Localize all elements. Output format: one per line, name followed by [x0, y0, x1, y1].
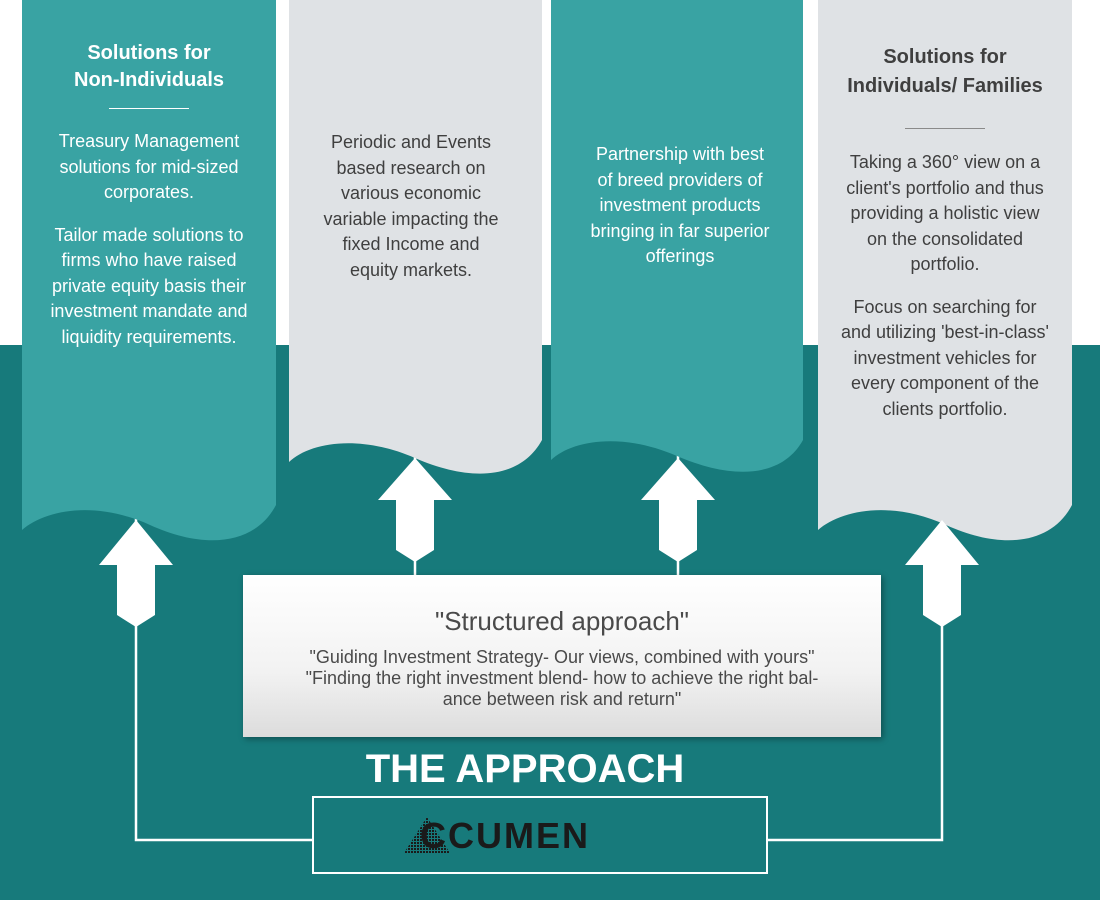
column-partnership: Partnership with best of breed providers…: [586, 142, 774, 287]
arrow-up-icon: [378, 458, 452, 562]
section-title: THE APPROACH: [365, 747, 685, 791]
approach-heading: "Structured approach": [434, 606, 690, 636]
column-paragraph: Periodic and Events based research on va…: [323, 132, 499, 280]
banner-individuals: [818, 0, 1072, 541]
column-title: Solutions for Non-Individuals: [74, 42, 224, 91]
banner-partnership: [551, 0, 803, 472]
structured-approach-box: "Structured approach" "Guiding Investmen…: [243, 575, 881, 737]
divider: [905, 128, 985, 129]
column-paragraph: Focus on searching for and utilizing 'be…: [841, 296, 1049, 419]
logo-wordmark: CCUMEN: [420, 815, 590, 856]
approach-line: "Finding the right investment blend- how…: [305, 668, 819, 688]
logo-panel: [324, 808, 756, 862]
column-individuals: Solutions for Individuals/ Families Taki…: [838, 43, 1052, 439]
pyramid-a-icon: [404, 817, 450, 853]
arrow-up-icon: [905, 520, 979, 627]
arrow-up-icon: [99, 520, 173, 627]
column-title: Solutions for Individuals/ Families: [847, 46, 1043, 97]
divider: [109, 108, 189, 109]
column-paragraph: Taking a 360° view on a client's portfol…: [846, 152, 1044, 274]
approach-line: "Guiding Investment Strategy- Our views,…: [309, 647, 815, 667]
arrow-up-icon: [641, 458, 715, 562]
connector-right: [768, 540, 944, 842]
column-paragraph: Treasury Management solutions for mid-si…: [58, 131, 240, 202]
approach-line: ance between risk and return": [442, 689, 682, 709]
column-paragraph: Partnership with best of breed providers…: [590, 144, 770, 266]
column-paragraph: Tailor made solutions to firms who have …: [50, 224, 248, 347]
column-research: Periodic and Events based research on va…: [321, 130, 501, 300]
banner-non-individuals: [22, 0, 276, 541]
banner-research: [289, 0, 542, 474]
logo-box: [312, 796, 768, 874]
column-non-individuals: Solutions for Non-Individuals Treasury M…: [42, 40, 256, 367]
